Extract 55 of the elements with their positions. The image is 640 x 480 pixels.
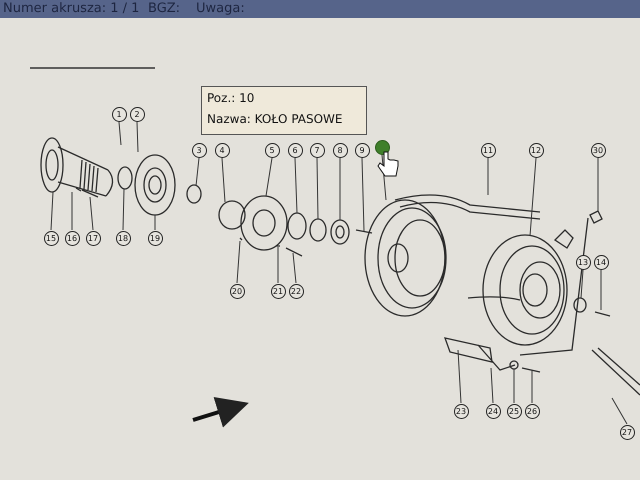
callout-number: 6 xyxy=(288,142,302,158)
leader-line xyxy=(580,270,584,298)
leader-line xyxy=(458,350,462,404)
callout-number: 13 xyxy=(576,254,590,270)
callout-number: 30 xyxy=(590,142,606,158)
callout-number: 24 xyxy=(486,404,500,418)
leader-line xyxy=(294,158,298,214)
leader-line xyxy=(154,214,156,230)
callout-number: 27 xyxy=(620,424,634,440)
callout-number: 15 xyxy=(44,230,58,246)
callout-number: 8 xyxy=(332,142,348,158)
leader-line xyxy=(90,196,94,230)
callout-number: 21 xyxy=(270,284,286,298)
callout-number: 9 xyxy=(354,142,370,158)
leader-line xyxy=(122,188,124,230)
leader-line xyxy=(136,122,138,152)
callout-number: 16 xyxy=(64,230,80,246)
callout-number: 19 xyxy=(148,230,162,246)
leader-line xyxy=(362,158,364,232)
leader-line xyxy=(612,398,628,424)
callout-number: 20 xyxy=(230,284,244,298)
callout-number: 17 xyxy=(86,230,100,246)
callout-number: 4 xyxy=(214,142,230,158)
callout-number: 5 xyxy=(264,142,280,158)
leader-line xyxy=(118,122,122,146)
leader-line xyxy=(222,158,226,202)
callout-number: 3 xyxy=(192,142,206,158)
callout-number: 7 xyxy=(310,142,324,158)
leader-line xyxy=(600,270,602,310)
callout-number: 12 xyxy=(528,142,544,158)
leader-line xyxy=(530,158,536,236)
callout-number: 26 xyxy=(524,404,540,418)
header-field-label: Uwaga: xyxy=(196,1,245,16)
leader-line xyxy=(382,154,386,200)
callout-number: 14 xyxy=(594,254,608,270)
highlighted-callout-marker xyxy=(374,140,390,154)
callout-number: 11 xyxy=(480,142,496,158)
leader-line xyxy=(316,158,318,220)
callout-number: 2 xyxy=(130,106,144,122)
header-field-label: Numer akrusza: 1 / 1 xyxy=(3,1,140,16)
part-name-text: Nazwa: KOŁO PASOWE xyxy=(207,112,343,126)
leader-line xyxy=(236,240,240,284)
callout-number: 23 xyxy=(454,404,468,418)
leader-line xyxy=(50,192,54,230)
callout-number: 22 xyxy=(288,284,304,298)
position-number-text: Poz.: 10 xyxy=(207,91,254,105)
callout-number: 1 xyxy=(112,106,126,122)
leader-line xyxy=(266,158,272,196)
header-field-label: BGZ: xyxy=(148,1,180,16)
leader-line xyxy=(196,158,200,186)
callout-number: 18 xyxy=(116,230,130,246)
callout-number: 25 xyxy=(506,404,522,418)
tooltip xyxy=(201,86,367,135)
leader-line xyxy=(292,252,296,284)
leader-line xyxy=(490,368,494,404)
